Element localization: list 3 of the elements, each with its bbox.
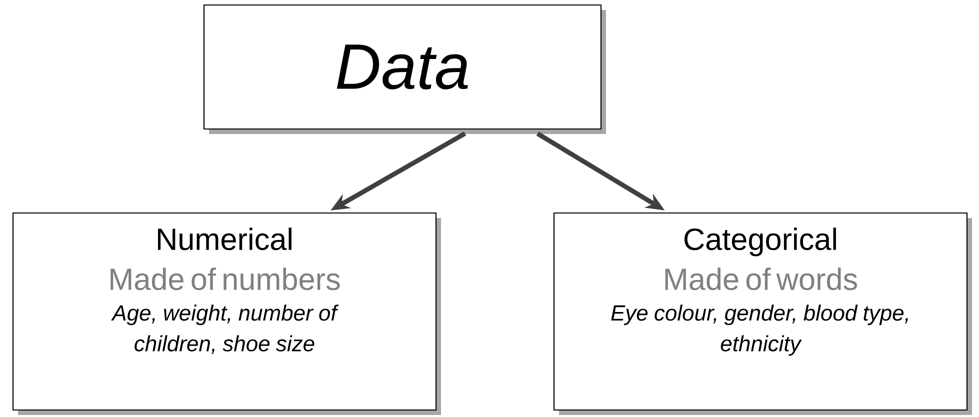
title-box: Data xyxy=(203,4,606,134)
category-box: Numerical Made of numbers Age, weight, number of children, shoe size xyxy=(12,212,441,415)
category-box: Categorical Made of words Eye colour, gender, blood type, ethnicity xyxy=(553,212,972,415)
